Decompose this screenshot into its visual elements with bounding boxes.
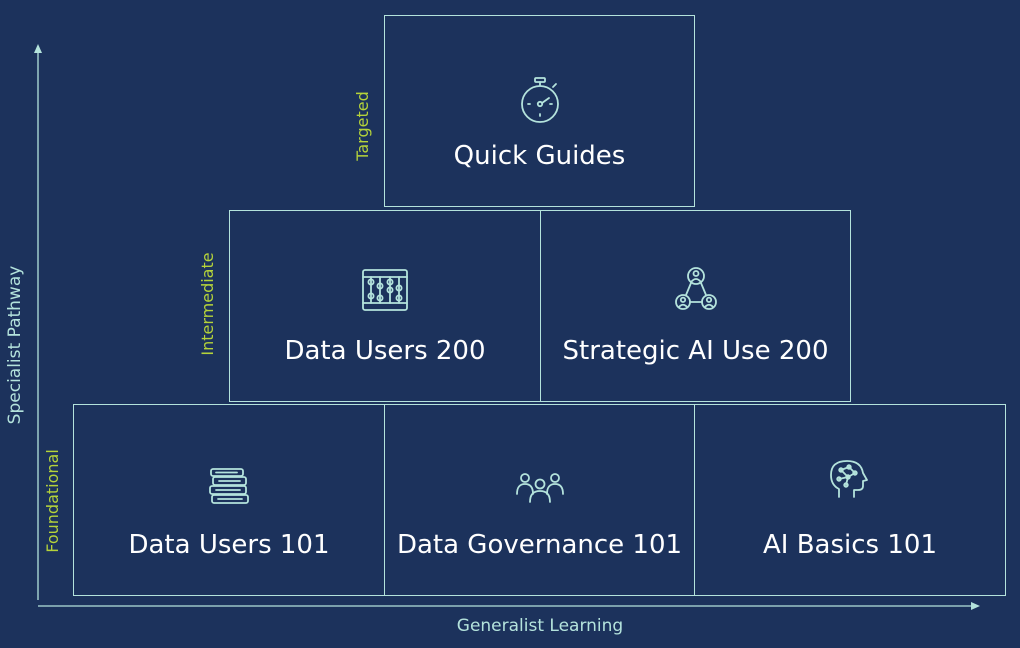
group-icon xyxy=(515,462,565,512)
course-title-ai-basics-101: AI Basics 101 xyxy=(763,530,937,560)
course-box-data-governance-101[interactable]: Data Governance 101 xyxy=(384,404,695,596)
course-title-data-users-101: Data Users 101 xyxy=(128,530,330,560)
network-people-icon xyxy=(671,264,721,314)
tier-label-foundational: Foundational xyxy=(43,449,62,553)
tier-label-targeted: Targeted xyxy=(353,91,372,161)
course-title-data-governance-101: Data Governance 101 xyxy=(396,530,683,560)
course-box-ai-basics-101[interactable]: AI Basics 101 xyxy=(694,404,1006,596)
y-axis-label: Specialist Pathway xyxy=(5,265,25,425)
course-title-quick-guides: Quick Guides xyxy=(453,141,626,171)
ai-head-icon xyxy=(825,455,875,505)
course-box-data-users-101[interactable]: Data Users 101 xyxy=(73,404,385,596)
x-axis-arrow xyxy=(971,602,980,610)
abacus-icon xyxy=(360,266,410,316)
course-box-quick-guides[interactable]: Quick Guides xyxy=(384,15,695,207)
course-title-data-users-200: Data Users 200 xyxy=(284,336,486,366)
tier-label-intermediate: Intermediate xyxy=(198,252,217,356)
course-box-strategic-ai-200[interactable]: Strategic AI Use 200 xyxy=(540,210,851,402)
x-axis-label: Generalist Learning xyxy=(456,616,624,636)
course-title-strategic-ai-200: Strategic AI Use 200 xyxy=(562,336,829,366)
course-box-data-users-200[interactable]: Data Users 200 xyxy=(229,210,541,402)
books-icon xyxy=(204,462,254,512)
stopwatch-icon xyxy=(515,76,565,126)
y-axis-arrow xyxy=(34,44,42,53)
